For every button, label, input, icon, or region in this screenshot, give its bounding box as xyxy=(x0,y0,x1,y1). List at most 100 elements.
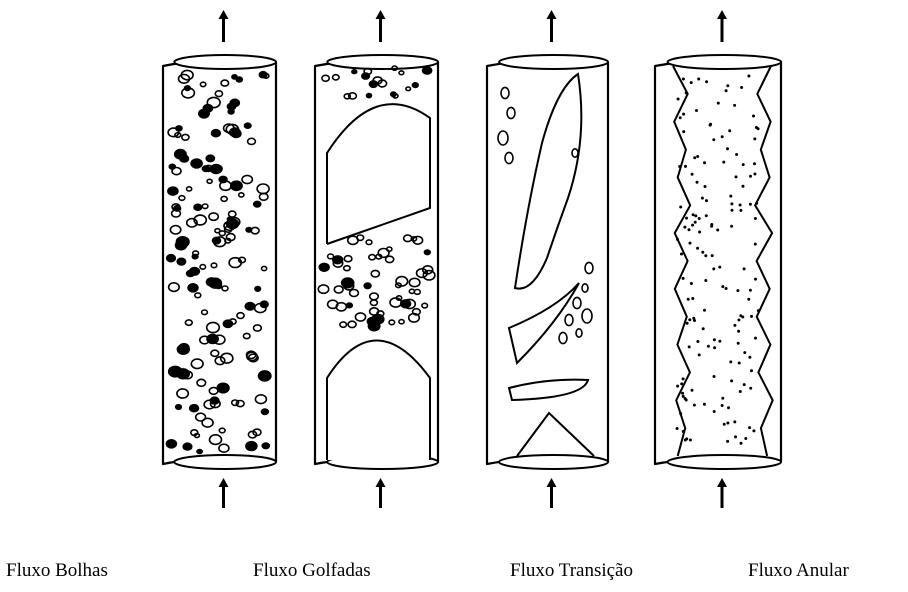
droplet xyxy=(682,130,685,133)
bubble xyxy=(255,287,261,292)
droplet xyxy=(730,379,733,382)
droplet xyxy=(685,437,688,440)
droplet xyxy=(682,277,685,280)
bubble xyxy=(245,123,251,128)
droplet xyxy=(729,195,732,198)
flow-out-arrow-icon xyxy=(717,10,727,42)
droplet xyxy=(684,165,687,168)
droplet xyxy=(688,228,691,231)
bubble xyxy=(212,130,221,137)
droplet xyxy=(679,206,682,209)
droplet xyxy=(744,437,747,440)
droplet xyxy=(722,161,725,164)
droplet xyxy=(749,289,752,292)
droplet xyxy=(682,113,685,116)
bubble xyxy=(245,303,254,310)
droplet xyxy=(735,153,738,156)
bubble xyxy=(206,155,214,161)
droplet xyxy=(747,75,750,78)
droplet xyxy=(739,209,742,212)
bubble xyxy=(192,254,198,258)
droplet xyxy=(693,404,696,407)
droplet xyxy=(741,316,744,319)
panel-annular xyxy=(655,10,781,508)
droplet xyxy=(713,375,716,378)
droplet xyxy=(698,217,701,220)
droplet xyxy=(703,309,706,312)
bubble xyxy=(424,250,430,255)
bubble xyxy=(347,303,353,308)
bubble xyxy=(176,126,182,131)
droplet xyxy=(698,353,701,356)
droplet xyxy=(683,226,686,229)
flow-in-arrow-icon xyxy=(376,478,386,508)
caption-slug-flow: Fluxo Golfadas xyxy=(253,560,371,582)
bubble xyxy=(342,278,354,288)
droplet xyxy=(680,382,683,385)
droplet xyxy=(689,242,692,245)
droplet xyxy=(725,89,728,92)
droplet xyxy=(696,340,699,343)
panel-slug xyxy=(315,10,438,508)
droplet xyxy=(721,404,724,407)
droplet xyxy=(682,430,685,433)
droplet xyxy=(738,362,741,365)
droplet xyxy=(721,397,724,400)
droplet xyxy=(681,392,684,395)
droplet xyxy=(735,175,738,178)
bubble xyxy=(259,371,271,381)
droplet xyxy=(696,181,699,184)
flow-out-arrow-icon xyxy=(547,10,557,42)
droplet xyxy=(723,423,726,426)
bubble xyxy=(190,268,200,276)
droplet xyxy=(691,173,694,176)
droplet xyxy=(712,267,715,270)
droplet xyxy=(696,155,699,158)
droplet xyxy=(736,289,739,292)
droplet xyxy=(678,165,681,168)
droplet xyxy=(757,309,760,312)
droplet xyxy=(696,247,699,250)
droplet xyxy=(754,337,757,340)
droplet xyxy=(717,102,720,105)
droplet xyxy=(713,346,716,349)
droplet xyxy=(709,124,712,127)
droplet xyxy=(750,369,753,372)
bubble xyxy=(176,241,187,250)
droplet xyxy=(740,86,743,89)
flow-in-arrow-icon xyxy=(219,478,229,508)
bubble xyxy=(191,159,202,168)
bubble xyxy=(202,166,209,172)
bubble xyxy=(166,440,176,448)
droplet xyxy=(704,279,707,282)
droplet xyxy=(750,315,753,318)
bubble xyxy=(194,204,202,210)
bubble xyxy=(246,442,257,451)
droplet xyxy=(726,147,729,150)
droplet xyxy=(711,254,714,257)
droplet xyxy=(739,204,742,207)
droplet xyxy=(726,84,729,87)
bubble xyxy=(227,219,239,228)
bubble xyxy=(236,77,242,82)
droplet xyxy=(710,225,713,228)
bubble xyxy=(185,86,191,91)
flow-out-arrow-icon xyxy=(219,10,229,42)
caption-annular-flow: Fluxo Anular xyxy=(748,560,849,582)
droplet xyxy=(705,214,708,217)
bubble xyxy=(167,255,176,262)
droplet xyxy=(749,175,752,178)
droplet xyxy=(734,435,737,438)
droplet xyxy=(740,442,743,445)
bubble xyxy=(423,67,432,74)
droplet xyxy=(676,385,679,388)
droplet xyxy=(680,253,683,256)
droplet xyxy=(754,243,757,246)
droplet xyxy=(690,282,693,285)
droplet xyxy=(755,202,758,205)
droplet xyxy=(728,129,731,132)
pipe-top-opening xyxy=(327,55,438,69)
droplet xyxy=(702,327,705,330)
droplet xyxy=(725,287,728,290)
